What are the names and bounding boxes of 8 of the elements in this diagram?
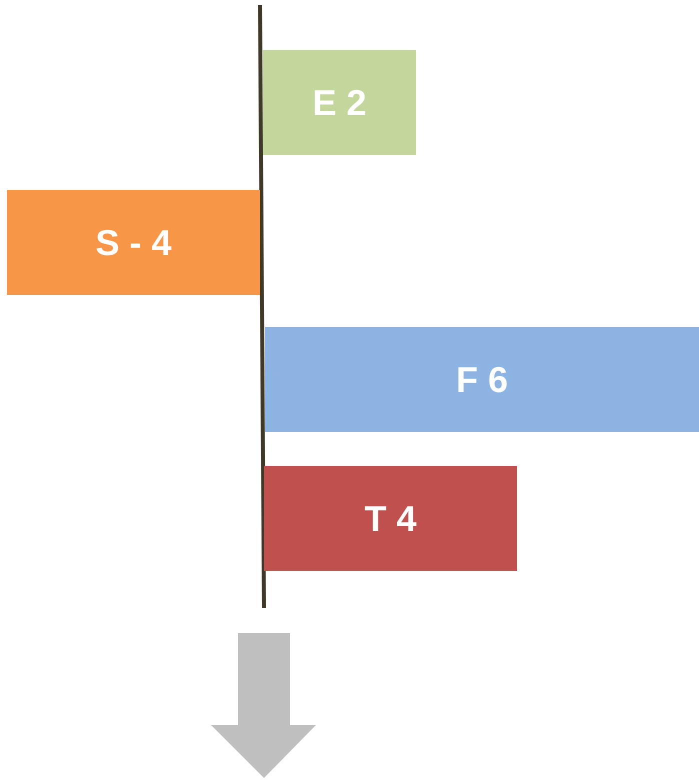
bar	[265, 327, 699, 432]
bar-label: T 4	[364, 498, 416, 540]
bar	[264, 466, 517, 571]
bar	[7, 190, 260, 295]
bar-label: E 2	[312, 82, 367, 124]
bar	[263, 50, 416, 155]
bar-label: S - 4	[95, 222, 172, 264]
bar-label: F 6	[456, 358, 508, 400]
